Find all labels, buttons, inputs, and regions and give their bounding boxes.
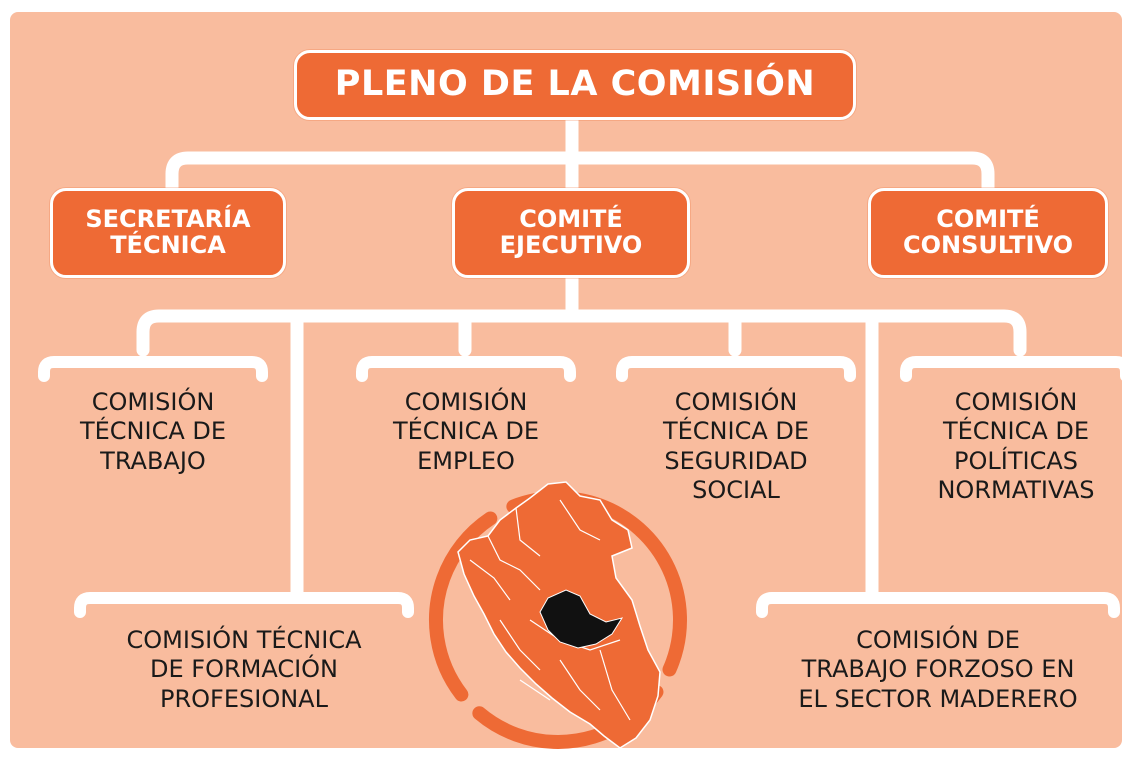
- secretaria-line2: TÉCNICA: [110, 231, 226, 259]
- ejecutivo-line2: EJECUTIVO: [499, 231, 643, 259]
- consultivo-line1: COMITÉ: [936, 205, 1040, 234]
- comision-formacion-profesional: COMISIÓN TÉCNICA DE FORMACIÓN PROFESIONA…: [80, 626, 408, 714]
- comision-empleo-line1: COMISIÓN: [404, 388, 528, 416]
- comision-empleo: COMISIÓN TÉCNICA DE EMPLEO: [362, 388, 570, 476]
- comision-formacion-line1: COMISIÓN TÉCNICA: [126, 626, 362, 654]
- ejecutivo-line1: COMITÉ: [519, 205, 623, 234]
- comision-trabajo: COMISIÓN TÉCNICA DE TRABAJO: [44, 388, 262, 476]
- comision-formacion-line3: PROFESIONAL: [160, 684, 328, 713]
- comision-politicas-line3: POLÍTICAS: [954, 446, 1078, 475]
- comision-seguridad-line4: SOCIAL: [692, 475, 780, 504]
- comision-trabajo-line1: COMISIÓN: [91, 388, 215, 416]
- comision-trabajo-line2: TÉCNICA DE: [79, 417, 227, 446]
- comision-seguridad-line3: SEGURIDAD: [664, 446, 808, 475]
- comision-politicas-normativas: COMISIÓN TÉCNICA DE POLÍTICAS NORMATIVAS: [900, 388, 1132, 505]
- comision-seguridad-line2: TÉCNICA DE: [662, 417, 810, 446]
- comision-seguridad-social: COMISIÓN TÉCNICA DE SEGURIDAD SOCIAL: [622, 388, 850, 505]
- comision-politicas-line4: NORMATIVAS: [937, 475, 1095, 504]
- secretaria-line1: SECRETARÍA: [85, 205, 251, 234]
- consultivo-line2: CONSULTIVO: [902, 231, 1074, 259]
- pleno-box: PLENO DE LA COMISIÓN: [294, 50, 856, 120]
- comite-consultivo-box: COMITÉ CONSULTIVO: [868, 188, 1108, 278]
- comision-formacion-line2: DE FORMACIÓN: [149, 655, 339, 684]
- comision-forzoso-line2: TRABAJO FORZOSO EN: [801, 655, 1075, 684]
- comision-politicas-line2: TÉCNICA DE: [942, 417, 1090, 446]
- pleno-label: PLENO DE LA COMISIÓN: [334, 64, 816, 105]
- dark-highlight: [539, 589, 624, 649]
- comision-seguridad-line1: COMISIÓN: [674, 388, 798, 416]
- secretaria-tecnica-box: SECRETARÍA TÉCNICA: [50, 188, 286, 278]
- comision-empleo-line2: TÉCNICA DE: [392, 417, 540, 446]
- comision-trabajo-line3: TRABAJO: [100, 446, 206, 475]
- comision-trabajo-forzoso: COMISIÓN DE TRABAJO FORZOSO EN EL SECTOR…: [754, 626, 1122, 714]
- comision-empleo-line3: EMPLEO: [417, 446, 515, 475]
- comision-politicas-line1: COMISIÓN: [954, 388, 1078, 416]
- comision-forzoso-line3: EL SECTOR MADERERO: [798, 684, 1078, 713]
- peru-map-icon: [429, 481, 687, 749]
- comite-ejecutivo-box: COMITÉ EJECUTIVO: [452, 188, 690, 278]
- comision-forzoso-line1: COMISIÓN DE: [856, 626, 1020, 654]
